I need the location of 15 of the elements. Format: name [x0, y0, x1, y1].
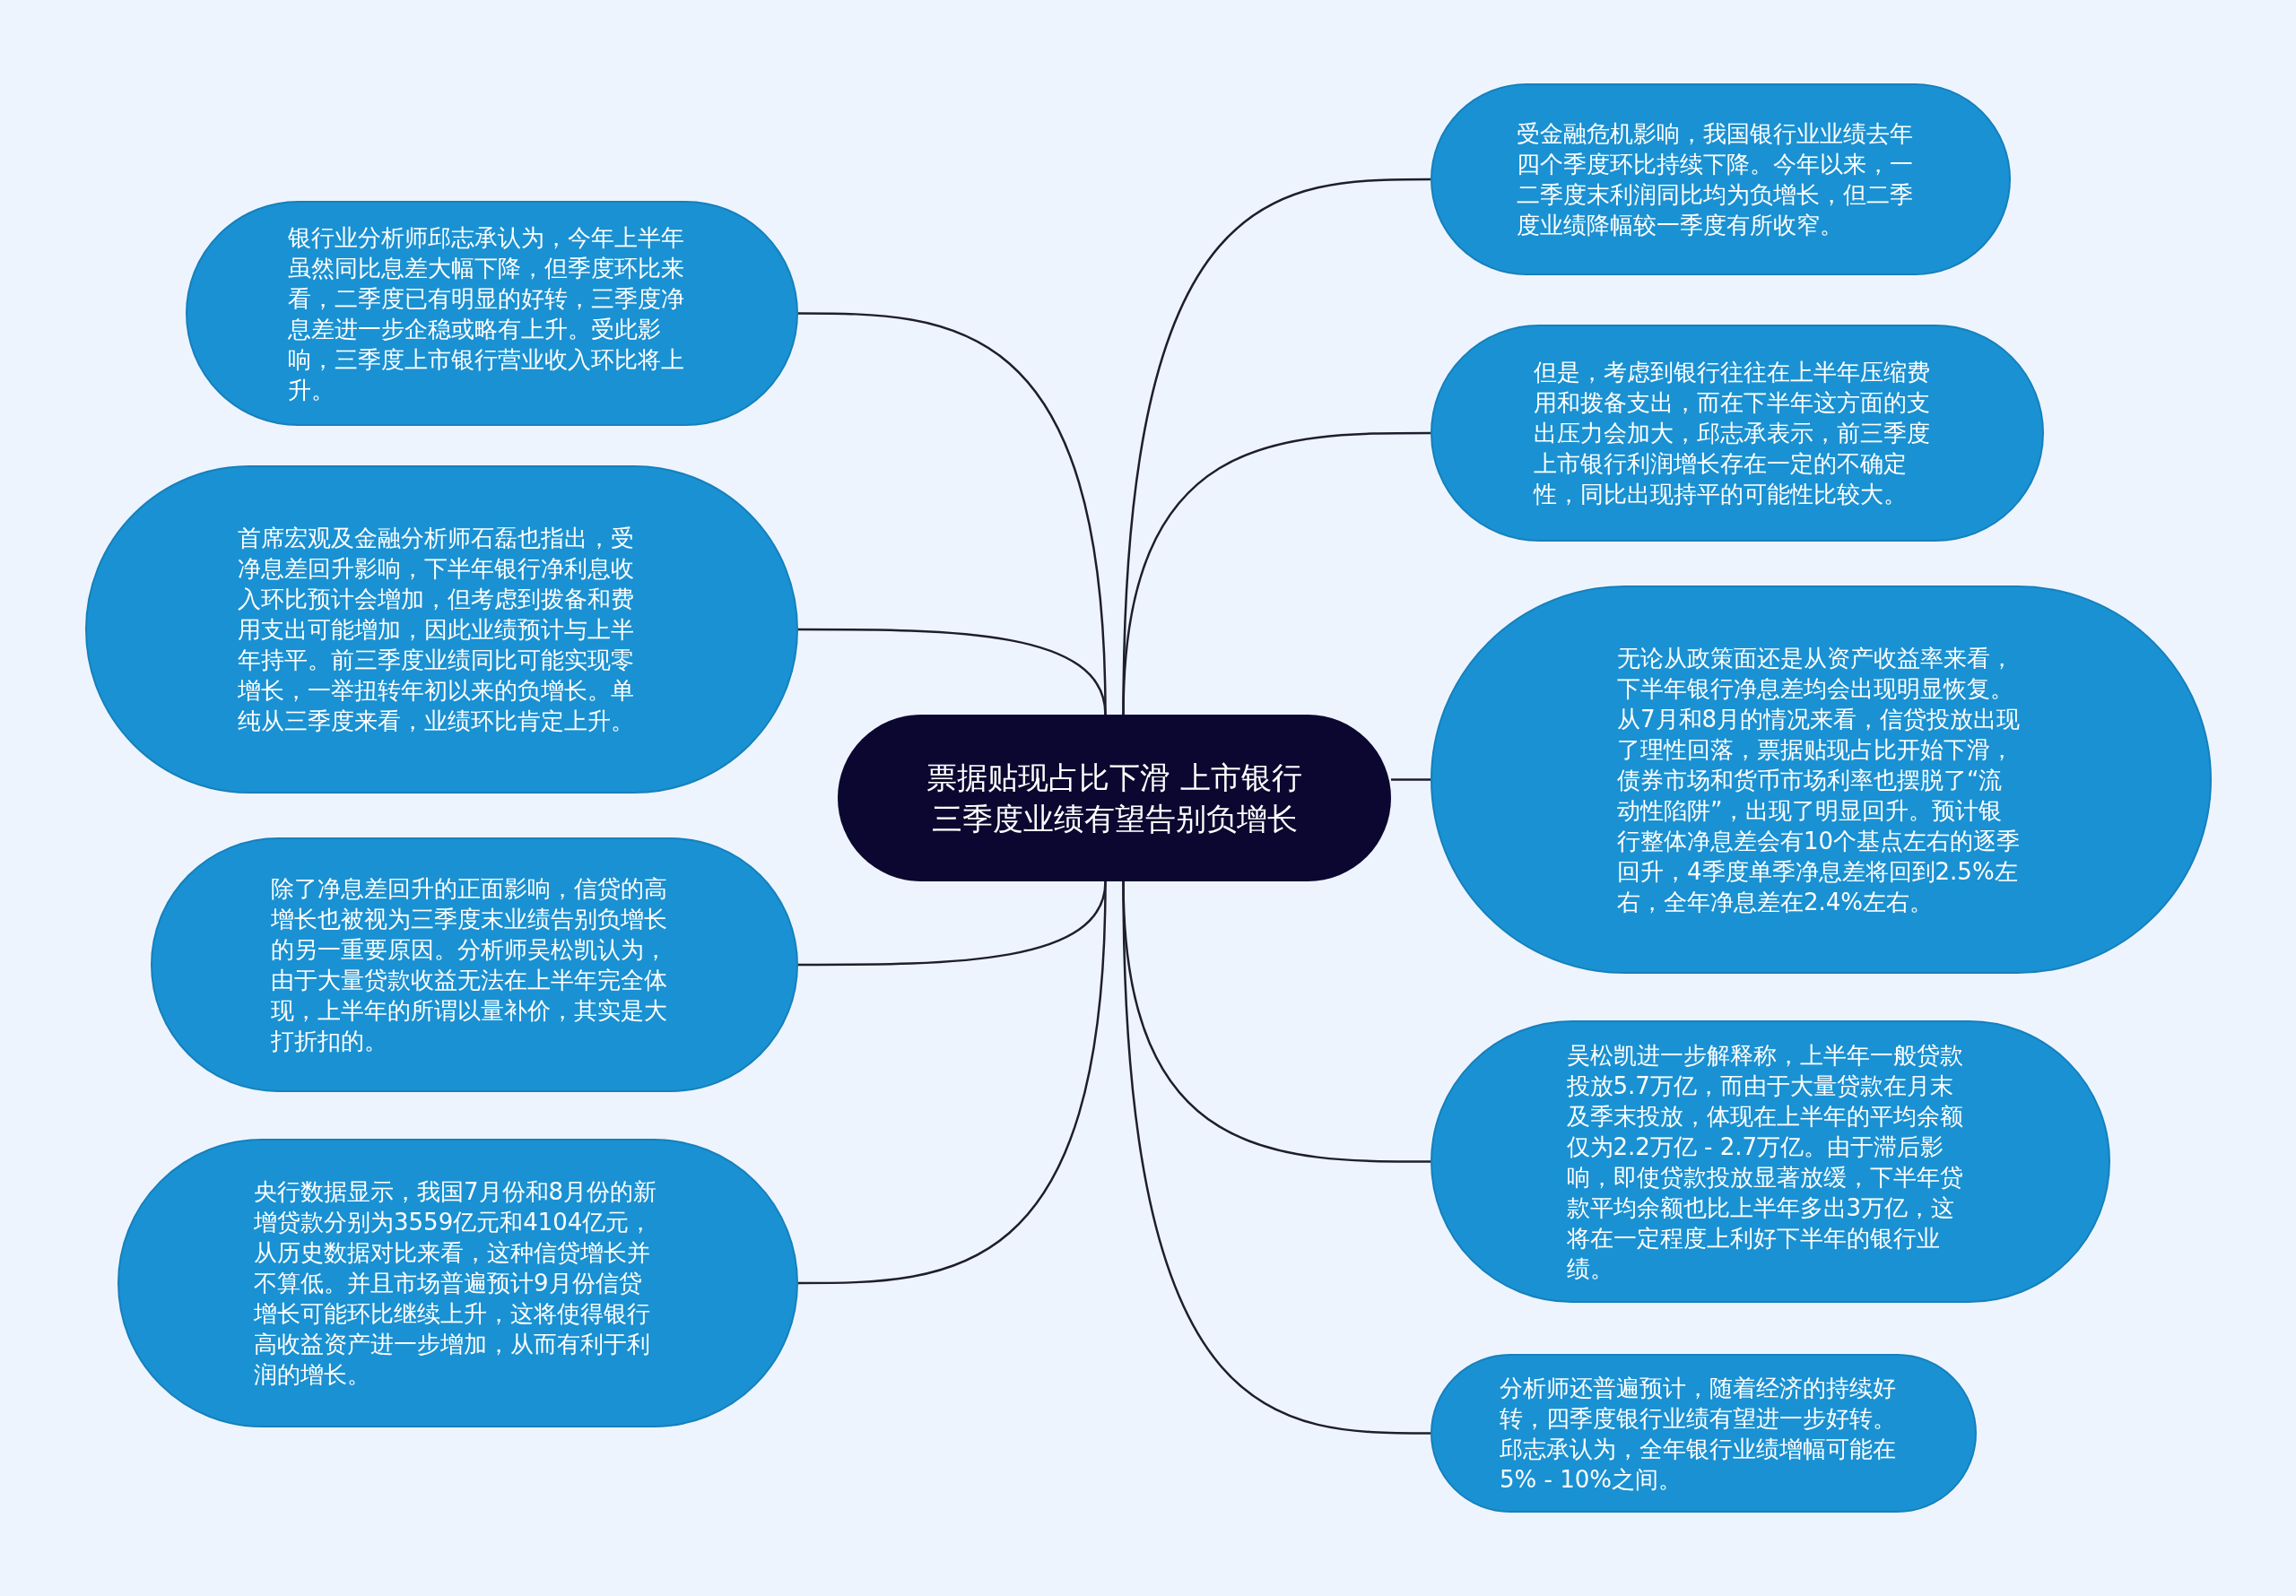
connector-line: [1122, 880, 1431, 1435]
connector-line: [1122, 431, 1431, 716]
bubble-text: 银行业分析师邱志承认为，今年上半年虽然同比息差大幅下降，但季度环比来看，二季度已有明显的好转，三季度净息差进一步企稳或略有上升。受此影响，三季度上市银行营业收入环比将上升。: [288, 222, 685, 405]
bubble-text: 除了净息差回升的正面影响，信贷的高增长也被视为三季度末业绩告别负增长的另一重要原因。分析师吴松凯认为，由于大量贷款收益无法在上半年完全体现，上半年的所谓以量补价，其实是大打折扣的。: [270, 874, 668, 1056]
bubble-text: 无论从政策面还是从资产收益率来看，下半年银行净息差均会出现明显恢复。从7月和8月的情况来看，信贷投放出现了理性回落，票据贴现占比开始下滑，债券市场和货币市场利率也摆脱了“流动性陷阱”，出现了明显回升。预计银行整体净息差会有10个基点左右的逐季回升，4季度单季净息差将回到2.5%左右，全年净息差在2.4%左右。: [1617, 643, 2022, 917]
connector-line: [798, 628, 1107, 716]
topic-title: 票据贴现占比下滑 上市银行三季度业绩有望告别负增长: [926, 759, 1303, 838]
bubble-text: 央行数据显示，我国7月份和8月份的新增贷款分别为3559亿元和4104亿元，从历史数据对比来看，这种信贷增长并不算低。并且市场普遍预计9月份信贷增长可能环比继续上升，这将使得银行高收益资产进一步增加，从而有利于利润的增长。: [254, 1177, 658, 1390]
connector-line: [1391, 778, 1431, 781]
bubble-text: 受金融危机影响，我国银行业业绩去年四个季度环比持续下降。今年以来，一二季度末利润同比均为负增长，但二季度业绩降幅较一季度有所收窄。: [1517, 119, 1914, 240]
bubble-text: 但是，考虑到银行往往在上半年压缩费用和拨备支出，而在下半年这方面的支出压力会加大，邱志承表示，前三季度上市银行利润增长存在一定的不确定性，同比出现持平的可能性比较大。: [1533, 358, 1931, 509]
bubble-text: 首席宏观及金融分析师石磊也指出，受净息差回升影响，下半年银行净利息收入环比预计会增加，但考虑到拨备和费用支出可能增加，因此业绩预计与上半年持平。前三季度业绩同比可能实现零增长，一举扭转年初以来的负增长。单纯从三季度来看，业绩环比肯定上升。: [238, 524, 635, 736]
bubble-text: 分析师还普遍预计，随着经济的持续好转，四季度银行业绩有望进一步好转。邱志承认为，全年银行业绩增幅可能在5% - 10%之间。: [1500, 1373, 1897, 1495]
bubble-text: 吴松凯进一步解释称，上半年一般贷款投放5.7万亿，而由于大量贷款在月末及季末投放，体现在上半年的平均余额仅为2.2万亿 - 2.7万亿。由于滞后影响，即使贷款投放显著放缓，下半年贷款平均余额也比上半年多出3万亿，这将在一定程度上利好下半年的银行业绩。: [1566, 1040, 1964, 1284]
connector-line: [798, 880, 1107, 1285]
